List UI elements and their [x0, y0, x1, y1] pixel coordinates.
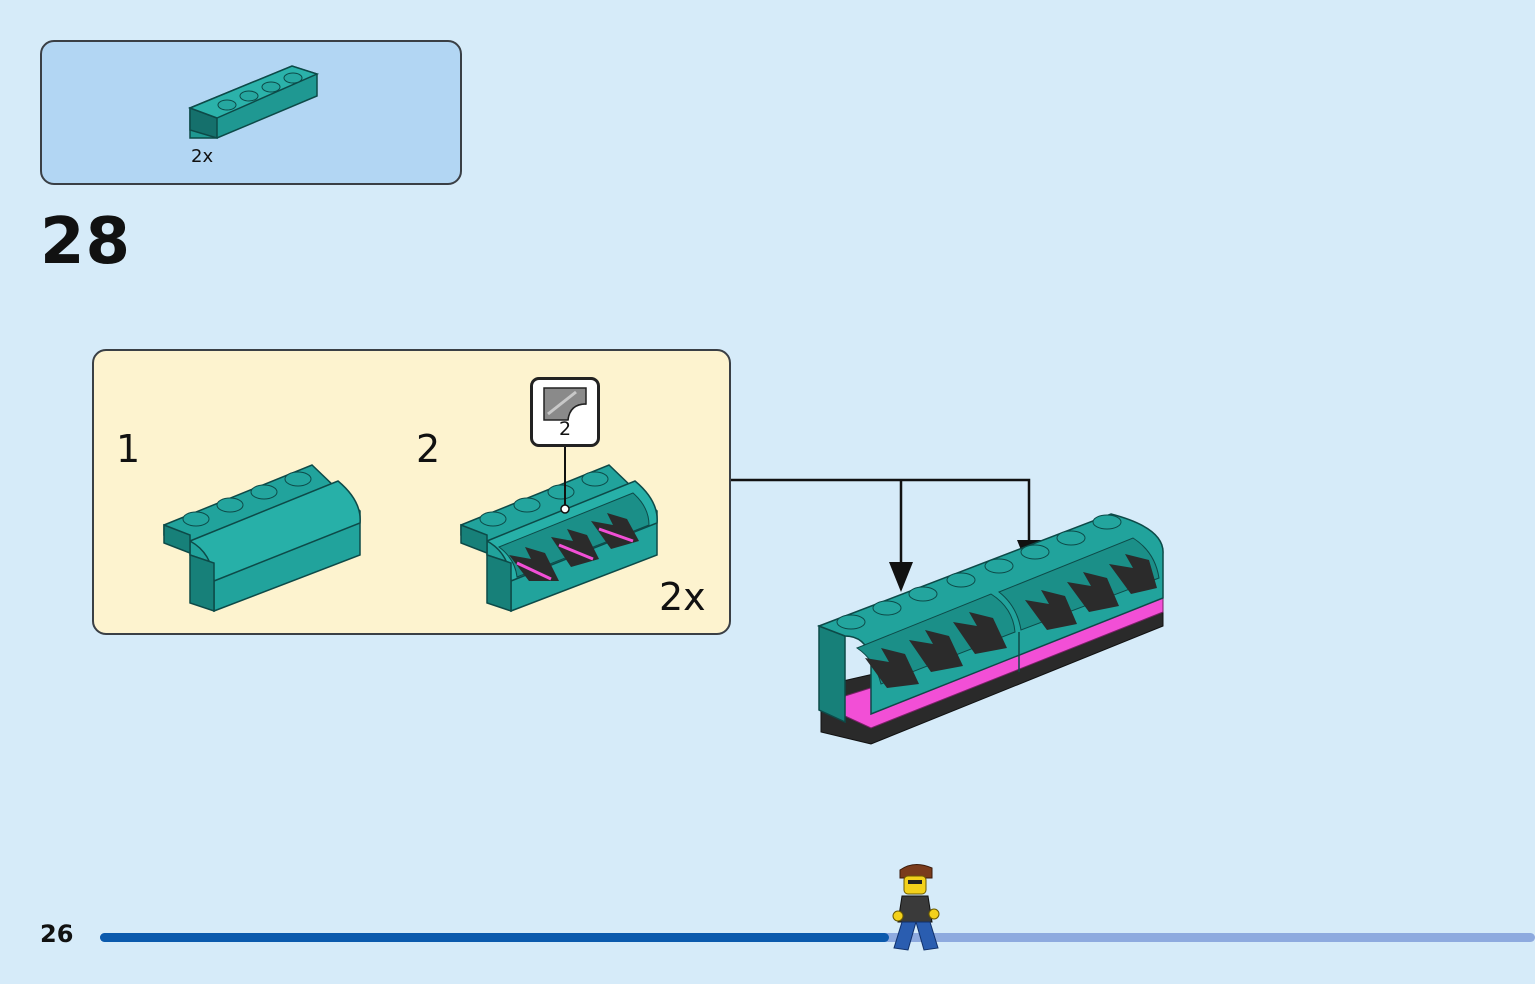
curved-slope-brick-icon [187, 65, 320, 140]
parts-quantity: 2x [191, 146, 214, 167]
curved-slope-brick-plain [163, 464, 361, 613]
page-number: 26 [40, 920, 74, 948]
subassembly-quantity: 2x [659, 575, 706, 619]
progress-bar-fill [100, 933, 890, 942]
parts-list-box: 2x [40, 40, 462, 185]
curved-slope-brick-stickered [460, 464, 658, 613]
sticker-sheet-icon [543, 387, 587, 421]
main-assembly-model [816, 513, 1164, 745]
step-number: 28 [40, 205, 132, 279]
minifigure-progress-marker-icon [892, 864, 940, 951]
progress-bar [100, 933, 1535, 942]
sticker-leader-line [560, 447, 570, 514]
sticker-sheet-number: 2 [558, 418, 572, 440]
sticker-sheet-badge: 2 [530, 377, 600, 447]
substep-2-number: 2 [416, 427, 441, 471]
subassembly-box: 1 2 2 2x [92, 349, 731, 635]
substep-1-number: 1 [116, 427, 141, 471]
